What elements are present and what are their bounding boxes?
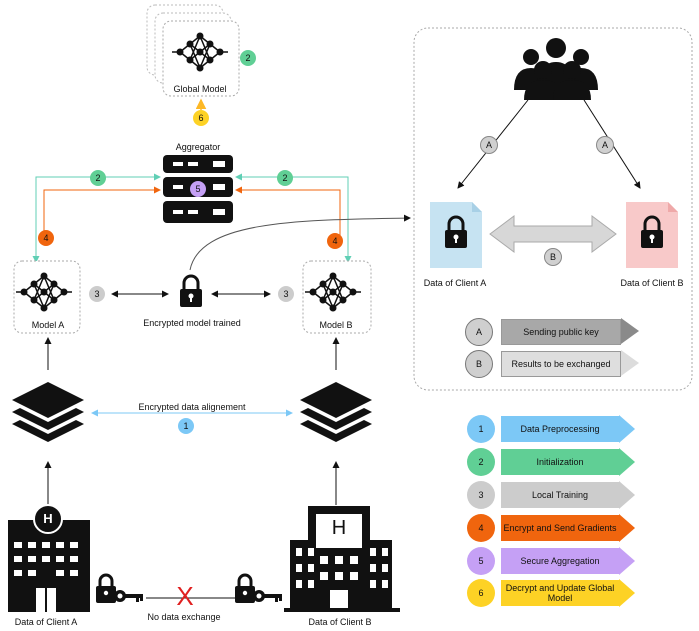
client-b-document [626, 202, 678, 268]
alignment-label: Encrypted data alignement [138, 402, 246, 412]
key-badge-b: B [465, 350, 493, 378]
legend-arrow-tip [619, 481, 635, 509]
panel-doc-b-label: Data of Client B [620, 278, 684, 288]
model-b-label: Model B [319, 320, 353, 330]
global-model-label: Global Model [173, 84, 227, 94]
model-a-label: Model A [31, 320, 65, 330]
init-badge-left: 2 [90, 170, 106, 186]
exchange-double-arrow [489, 215, 617, 253]
encrypted-model-label: Encrypted model trained [143, 318, 241, 328]
legend-label: Local Training [501, 482, 619, 508]
aggregator-links [32, 173, 352, 263]
client-a-label: Data of Client A [14, 617, 78, 627]
hospital-b-letter: H [331, 517, 347, 539]
init-badge-right: 2 [277, 170, 293, 186]
legend-arrow-tip [619, 579, 635, 607]
global-init-badge: 2 [240, 50, 256, 66]
legend-arrow-tip [619, 448, 635, 476]
legend-label: Decrypt and Update Global Model [501, 580, 619, 606]
hospital-a-building [8, 504, 90, 612]
exchange-badge: B [544, 248, 562, 266]
no-exchange-label: No data exchange [147, 612, 221, 622]
legend-arrow-tip [619, 547, 635, 575]
cross-icon: X [176, 581, 194, 611]
hospital-b-building [284, 506, 400, 612]
local-training-badge-a: 3 [89, 286, 105, 302]
legend-badge: 6 [467, 579, 495, 607]
encrypt-badge-left: 4 [38, 230, 54, 246]
aggregator-server-icon [163, 155, 233, 223]
key-arrow-badge-left: A [480, 136, 498, 154]
legend-badge: 5 [467, 547, 495, 575]
legend-badge: 2 [467, 448, 495, 476]
legend-arrow-tip [619, 415, 635, 443]
key-text-b: Results to be exchanged [501, 351, 621, 377]
model-a-box [13, 260, 81, 334]
key-text-a: Sending public key [501, 319, 621, 345]
lock-key-icon-a [94, 573, 145, 605]
users-group-icon [514, 38, 598, 100]
secure-aggregation-badge: 5 [190, 181, 206, 197]
local-training-badge-b: 3 [278, 286, 294, 302]
key-badge-a: A [465, 318, 493, 346]
legend-label: Initialization [501, 449, 619, 475]
global-model-cards [146, 4, 240, 97]
client-a-document [430, 202, 482, 268]
to-panel-arrow [189, 214, 411, 271]
encryption-panel [413, 27, 693, 391]
legend-arrow-tip [619, 514, 635, 542]
alignment-badge: 1 [178, 418, 194, 434]
legend-badge: 4 [467, 514, 495, 542]
encrypt-badge-right: 4 [327, 233, 343, 249]
legend-badge: 1 [467, 415, 495, 443]
aggregator-label: Aggregator [175, 142, 221, 152]
key-arrow-tip-b [621, 350, 639, 376]
key-arrow-tip-a [621, 318, 639, 344]
hospital-a-letter: H [43, 511, 53, 526]
legend-badge: 3 [467, 481, 495, 509]
decrypt-badge: 6 [193, 110, 209, 126]
lock-key-icon-b [233, 573, 284, 605]
legend-label: Secure Aggregation [501, 548, 619, 574]
client-b-label: Data of Client B [308, 617, 372, 627]
legend-label: Data Preprocessing [501, 416, 619, 442]
panel-doc-a-label: Data of Client A [423, 278, 487, 288]
key-arrow-badge-right: A [596, 136, 614, 154]
legend-label: Encrypt and Send Gradients [501, 515, 619, 541]
